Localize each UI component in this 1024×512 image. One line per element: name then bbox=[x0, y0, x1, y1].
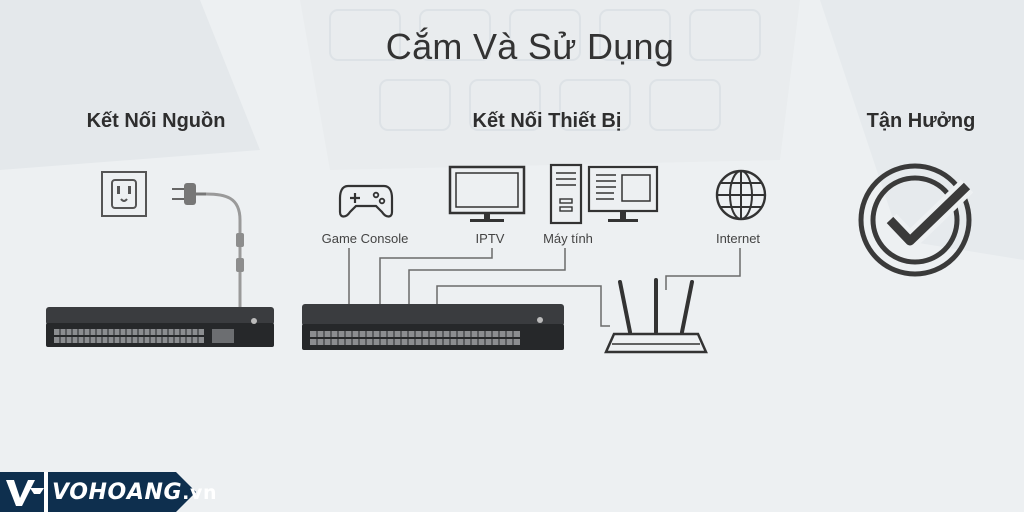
wireless-router-icon bbox=[604, 278, 708, 354]
power-outlet-icon bbox=[101, 171, 147, 217]
label-iptv: IPTV bbox=[475, 231, 505, 246]
network-switch-left bbox=[46, 307, 274, 347]
label-internet: Internet bbox=[715, 231, 761, 246]
tv-icon bbox=[448, 165, 526, 222]
section-enjoy-heading: Tận Hưởng bbox=[866, 110, 976, 132]
power-plug-icon bbox=[172, 183, 244, 307]
label-computer: Máy tính bbox=[543, 231, 593, 246]
label-game-console: Game Console bbox=[321, 231, 409, 246]
game-controller-icon bbox=[338, 184, 394, 218]
brand-domain-suffix: .vn bbox=[182, 482, 218, 504]
network-switch-main bbox=[302, 304, 564, 350]
check-circle-icon bbox=[858, 163, 974, 277]
brand-logo-background bbox=[0, 472, 196, 512]
page-title: Cắm Và Sử Dụng bbox=[385, 26, 675, 67]
section-devices-heading: Kết Nối Thiết Bị bbox=[472, 110, 622, 132]
brand-name: VOHOANG.vn bbox=[52, 480, 217, 505]
desktop-computer-icon bbox=[549, 163, 659, 225]
globe-icon bbox=[715, 169, 767, 221]
section-power-heading: Kết Nối Nguồn bbox=[86, 110, 226, 132]
brand-name-text: VOHOANG bbox=[52, 480, 183, 505]
